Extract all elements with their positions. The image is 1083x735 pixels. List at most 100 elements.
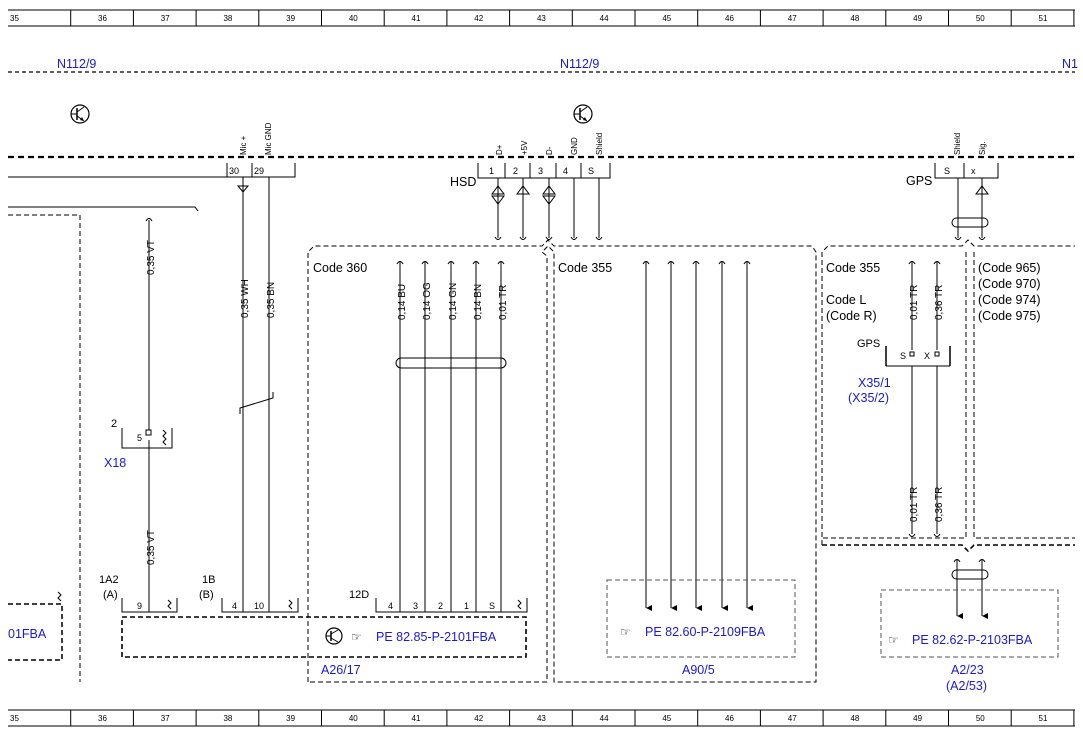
svg-text:D+: D+ (495, 144, 504, 155)
ruler-label: 49 (913, 714, 922, 723)
svg-text:(A): (A) (103, 589, 118, 601)
svg-text:0,14 BN: 0,14 BN (473, 284, 484, 320)
gps-wires-middle: 0,01 TR 0,36 TR 0,01 TR 0,36 TR (908, 261, 945, 537)
ruler-label: 43 (537, 714, 546, 723)
svg-text:Code 355: Code 355 (826, 261, 880, 275)
svg-text:01FBA: 01FBA (8, 627, 47, 641)
svg-text:+5V: +5V (520, 140, 529, 155)
ruler-label: 50 (976, 714, 985, 723)
left-module-outline-inner (8, 214, 81, 682)
ruler-label: 43 (537, 14, 546, 23)
hsd-wires (491, 178, 603, 240)
svg-text:1B: 1B (202, 574, 215, 586)
svg-text:0,01 TR: 0,01 TR (498, 285, 509, 320)
svg-text:4: 4 (388, 601, 393, 611)
svg-text:(Code 965): (Code 965) (978, 261, 1041, 275)
ruler-label: 45 (662, 714, 671, 723)
svg-text:29: 29 (254, 166, 264, 176)
svg-text:2: 2 (513, 166, 518, 176)
ruler-label: 38 (223, 714, 232, 723)
component-label-n112-9-left: N112/9 (57, 57, 96, 71)
svg-text:S: S (489, 601, 495, 611)
ruler-label: 37 (161, 14, 170, 23)
code360-wires: 0,14 BU 0,14 OG 0,14 GN 0,14 BN 0,01 TR (395, 261, 509, 612)
svg-text:HSD: HSD (450, 175, 476, 189)
svg-text:X: X (924, 351, 930, 361)
transistor-icon (325, 627, 343, 645)
ruler-label: 47 (788, 714, 797, 723)
gps-connector-top: GPS S x Shield Sig. (906, 133, 999, 188)
ruler-label: 38 (223, 14, 232, 23)
svg-text:Shield: Shield (595, 133, 604, 155)
left-module-partial: 01FBA (8, 591, 63, 661)
svg-text:12D: 12D (349, 589, 369, 601)
svg-text:PE 82.85-P-2101FBA: PE 82.85-P-2101FBA (376, 630, 497, 644)
ruler-label: 42 (474, 714, 483, 723)
svg-text:0,35 BN: 0,35 BN (266, 282, 277, 318)
svg-text:Mic +: Mic + (239, 135, 248, 155)
code-boxes-center: Code 360 Code 355 (307, 239, 817, 683)
svg-text:2: 2 (111, 418, 117, 430)
svg-text:(Code 970): (Code 970) (978, 277, 1041, 291)
svg-text:PE 82.62-P-2103FBA: PE 82.62-P-2103FBA (912, 633, 1033, 647)
ruler-label: 48 (850, 714, 859, 723)
ruler-label: 49 (913, 14, 922, 23)
ruler-label: 46 (725, 714, 734, 723)
ruler-label: 45 (662, 14, 671, 23)
svg-text:2: 2 (438, 601, 443, 611)
svg-text:x: x (971, 166, 976, 176)
svg-text:3: 3 (538, 166, 543, 176)
svg-text:Sig.: Sig. (978, 141, 987, 155)
ruler-label: 47 (788, 14, 797, 23)
transistor-icon (70, 104, 90, 124)
svg-text:0,01 TR: 0,01 TR (909, 487, 920, 522)
svg-text:4: 4 (563, 166, 568, 176)
ruler-label: 46 (725, 14, 734, 23)
svg-text:(Code R): (Code R) (826, 309, 877, 323)
ruler-label: 50 (976, 14, 985, 23)
shield-twist-icon (951, 569, 989, 580)
svg-text:GPS: GPS (857, 338, 880, 350)
ruler-label: 35 (10, 14, 19, 23)
svg-text:0,36 TR: 0,36 TR (934, 285, 945, 320)
svg-text:Shield: Shield (953, 133, 962, 155)
ruler-label: 48 (850, 14, 859, 23)
svg-text:(B): (B) (199, 589, 214, 601)
code-boxes-right: Code 355 Code L (Code R) (Code 965) (Cod… (821, 239, 1075, 553)
svg-text:0,36 TR: 0,36 TR (934, 487, 945, 522)
a26-module: ☞ PE 82.85-P-2101FBA A26/17 (121, 616, 527, 677)
ruler-label: 40 (349, 714, 358, 723)
ruler-label: 37 (161, 714, 170, 723)
svg-text:0,35 WH: 0,35 WH (240, 279, 251, 318)
ruler-label: 39 (286, 14, 295, 23)
svg-text:D-: D- (545, 146, 554, 155)
ruler-label: 41 (412, 714, 421, 723)
svg-text:S: S (900, 351, 906, 361)
a2-module: ☞ PE 82.62-P-2103FBA A2/23 (A2/53) (880, 589, 1059, 693)
shield-twist-icon (951, 217, 989, 228)
svg-text:A2/23: A2/23 (951, 663, 984, 677)
svg-text:A90/5: A90/5 (682, 663, 715, 677)
svg-text:GND: GND (570, 137, 579, 155)
pointing-hand-icon: ☞ (351, 630, 362, 644)
pointing-hand-icon: ☞ (888, 633, 899, 647)
pointing-hand-icon: ☞ (620, 625, 631, 639)
ruler-label: 51 (1039, 714, 1048, 723)
svg-text:0,35 VT: 0,35 VT (146, 530, 157, 565)
svg-text:0,14 GN: 0,14 GN (448, 283, 459, 320)
svg-text:0,01 TR: 0,01 TR (909, 285, 920, 320)
svg-text:PE 82.60-P-2109FBA: PE 82.60-P-2109FBA (645, 625, 766, 639)
svg-text:10: 10 (254, 601, 264, 611)
shield-twist-icon (395, 357, 507, 369)
hsd-connector: HSD 1 2 3 4 S D+ +5V D- GND Shield (450, 133, 611, 189)
svg-text:4: 4 (232, 601, 237, 611)
a90-module: ☞ PE 82.60-P-2109FBA A90/5 (606, 579, 796, 677)
component-label-n112-9-center: N112/9 (560, 57, 599, 71)
svg-text:X18: X18 (104, 456, 126, 470)
ruler-label: 51 (1039, 14, 1048, 23)
svg-text:0,35 VT: 0,35 VT (146, 240, 157, 275)
svg-text:A26/17: A26/17 (321, 663, 361, 677)
bottom-connectors: 1A2 (A) 9 1B (B) 4 10 12D 4 3 2 1 S (99, 574, 528, 613)
